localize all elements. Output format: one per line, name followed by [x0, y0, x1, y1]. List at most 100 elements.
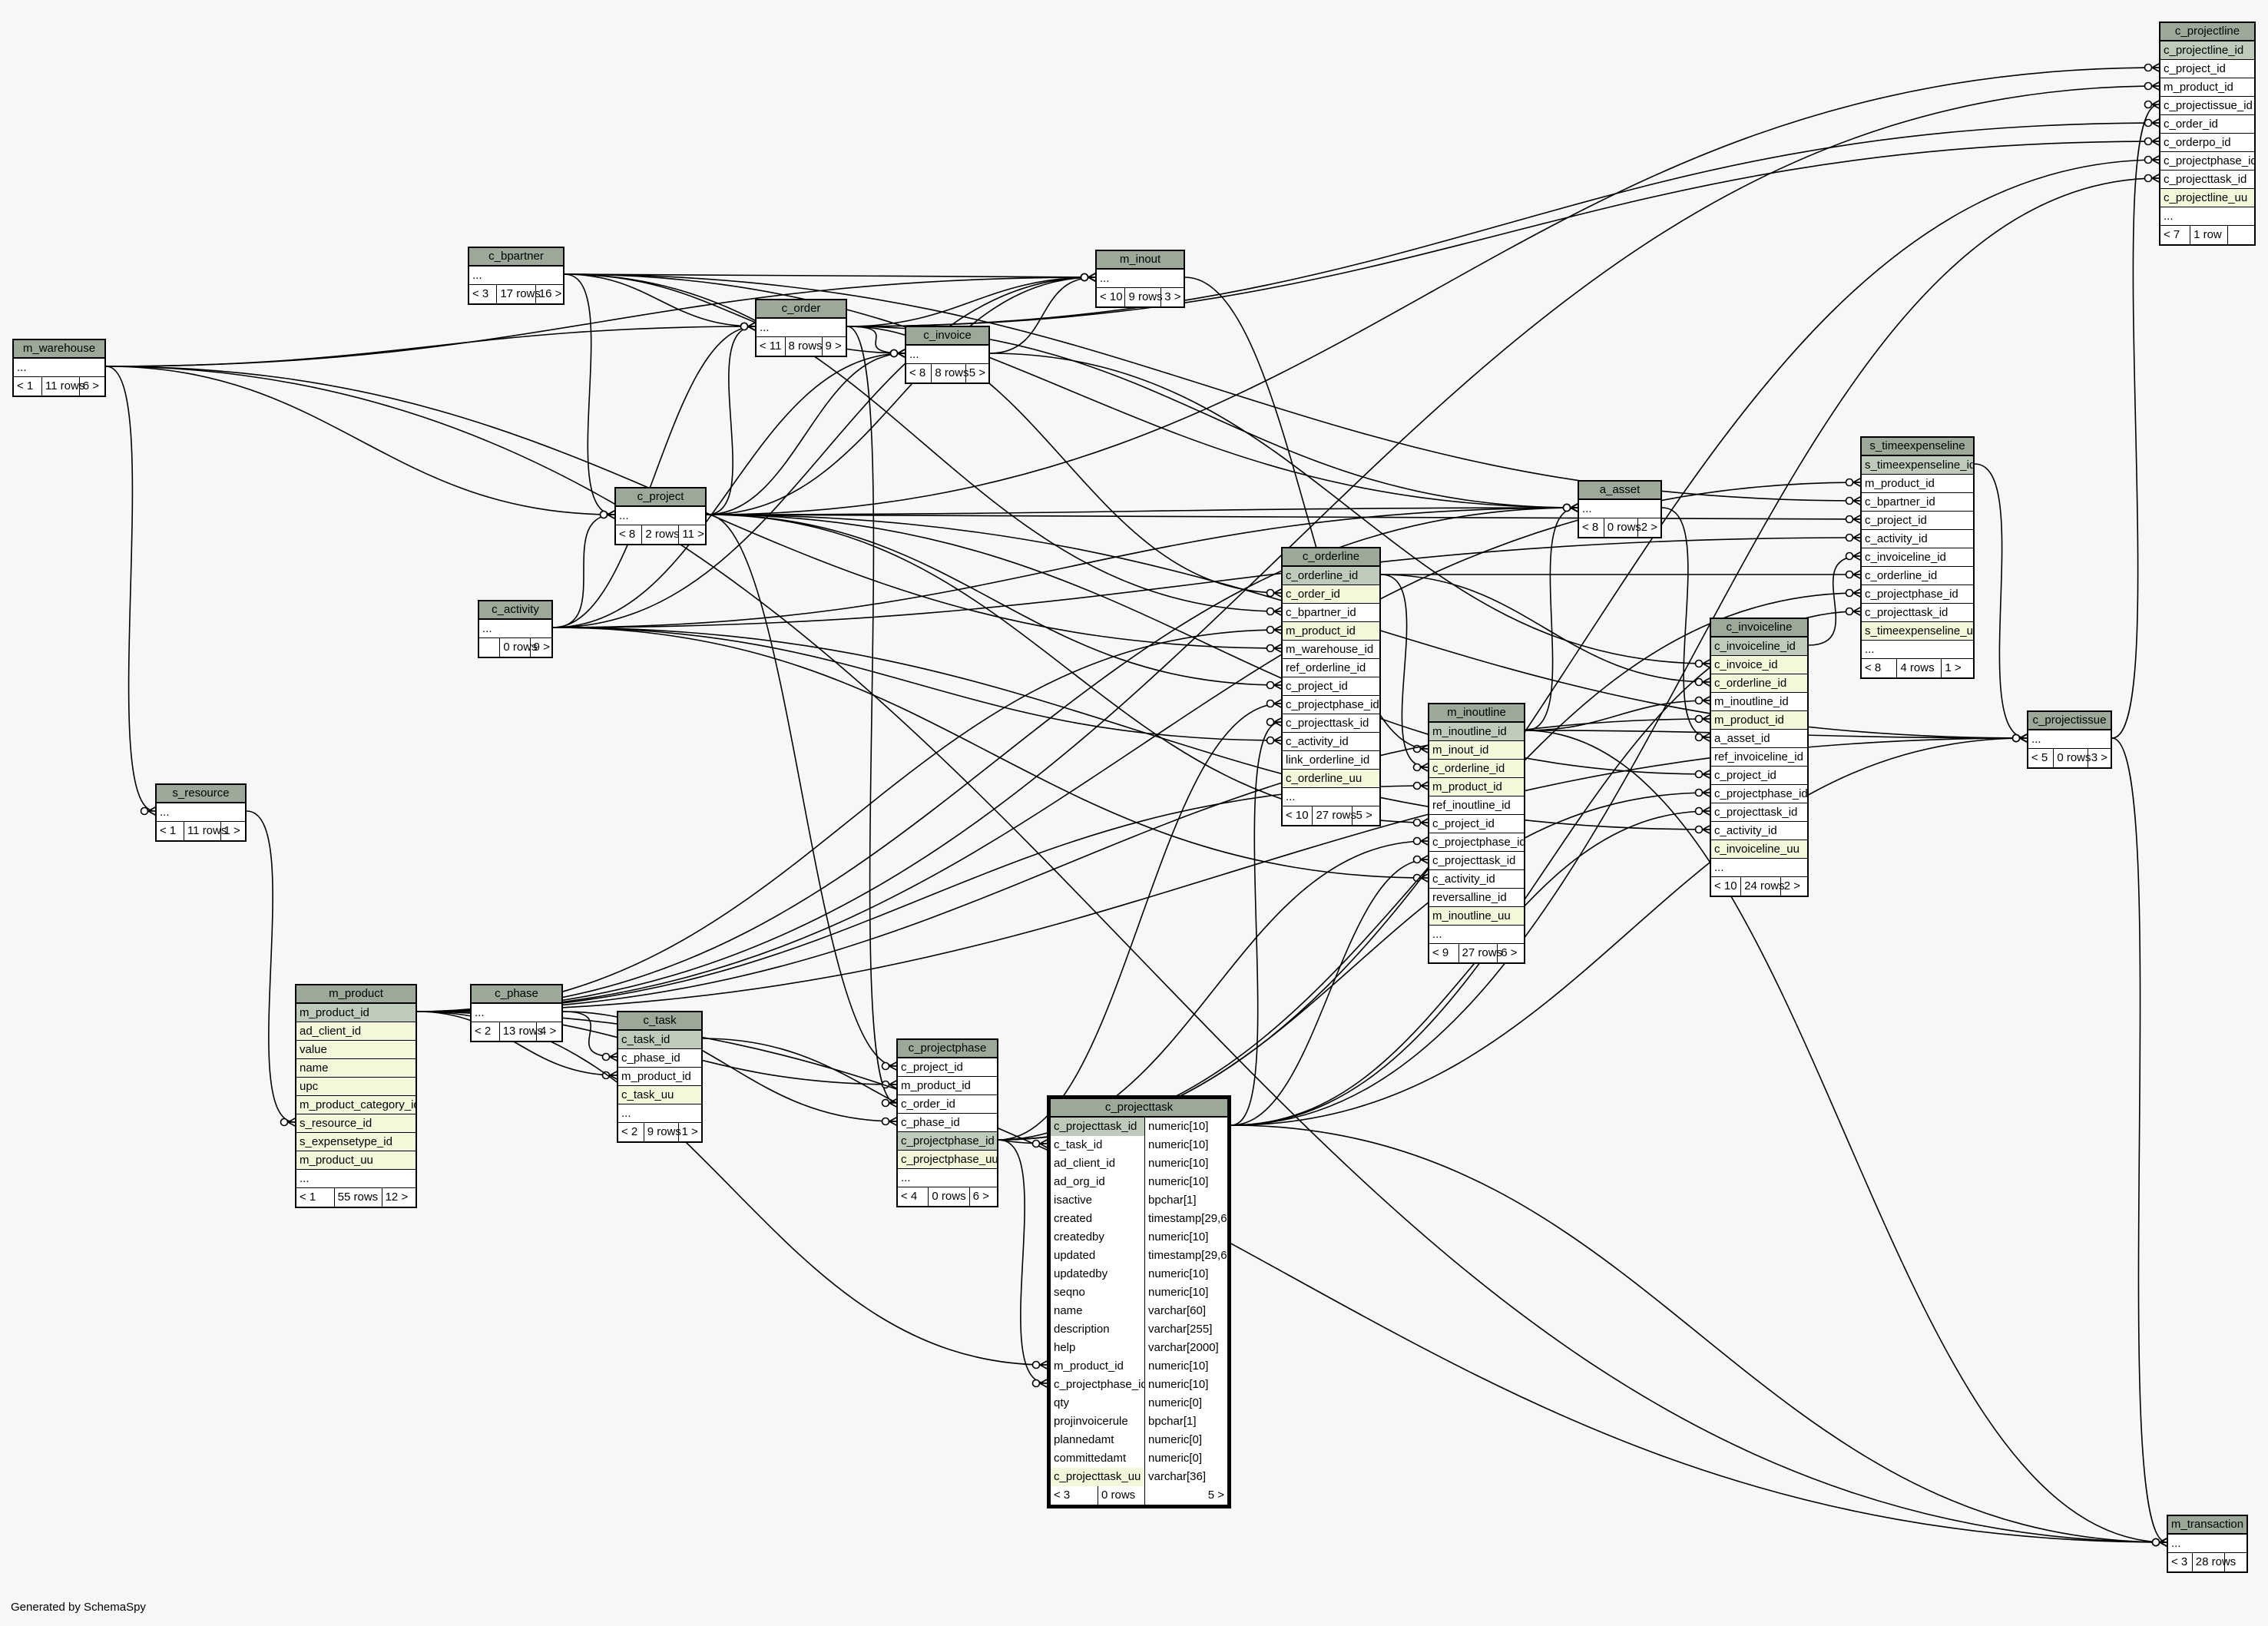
column-row: c_projectphase_id [1283, 696, 1379, 714]
table-header[interactable]: c_projectissue [2028, 712, 2111, 730]
crowfoot-marker [1694, 714, 1710, 724]
column-row: s_timeexpenseline_id [1862, 456, 1973, 475]
crowfoot-marker [1845, 515, 1861, 524]
crowfoot-marker [1266, 607, 1282, 616]
relationship-edge [564, 273, 756, 327]
column-row: c_invoiceline_uu [1711, 840, 1807, 859]
relationship-edge [1380, 574, 1429, 768]
children-count [2228, 226, 2254, 244]
column-row: c_order_id [1283, 585, 1379, 604]
table-header[interactable]: c_projectphase [898, 1040, 997, 1058]
table-header[interactable]: s_resource [157, 785, 245, 803]
table-header[interactable]: m_transaction [2168, 1516, 2246, 1535]
table-header[interactable]: c_order [757, 300, 846, 319]
column-row: ref_orderline_id [1283, 659, 1379, 677]
column-name: isactive [1051, 1191, 1145, 1210]
column-name: name [1051, 1302, 1145, 1320]
column-row: c_phase_id [618, 1049, 701, 1068]
relationship-edge [416, 1011, 617, 1076]
table-header[interactable]: m_inoutline [1429, 704, 1524, 723]
column-row: c_projectphase_id [1711, 785, 1807, 803]
column-name: qty [1051, 1394, 1145, 1412]
relationship-edge [998, 792, 1710, 1141]
table-header[interactable]: m_product [296, 985, 416, 1004]
column-name: plannedamt [1051, 1431, 1145, 1449]
table-header[interactable]: c_project [616, 488, 705, 507]
column-row: c_invoice_id [1711, 656, 1807, 674]
table-header[interactable]: c_invoiceline [1711, 619, 1807, 637]
column-type: timestamp[29,6] [1145, 1210, 1227, 1228]
children-count: 5 > [1207, 1489, 1224, 1502]
table-header[interactable]: c_projecttask [1051, 1099, 1227, 1118]
table-header[interactable]: c_invoice [906, 327, 988, 346]
table-header[interactable]: c_projectline [2160, 23, 2254, 41]
row-count: 0 rows [2054, 749, 2091, 767]
crowfoot-marker [1266, 681, 1282, 690]
column-type: varchar[255] [1145, 1320, 1227, 1339]
column-row: c_orderline_id [1862, 567, 1973, 585]
column-row: c_projecttask_id [2160, 171, 2254, 189]
table-header[interactable]: c_orderline [1283, 548, 1379, 567]
table-header[interactable]: s_timeexpenseline [1862, 438, 1973, 456]
crowfoot-marker [1080, 273, 1096, 282]
row-count: 0 rows [1604, 518, 1641, 537]
parents-count: < 2 [618, 1123, 644, 1141]
crowfoot-marker [1412, 781, 1429, 790]
table-header[interactable]: c_bpartner [469, 248, 563, 267]
column-row: m_inoutline_id [1429, 723, 1524, 741]
table-header[interactable]: m_inout [1097, 251, 1184, 270]
row-count: 8 rows [932, 364, 969, 382]
table-header[interactable]: c_task [618, 1012, 701, 1031]
relationship-edge [846, 141, 2160, 327]
row-count: 11 rows [184, 822, 227, 840]
table-header[interactable]: a_asset [1579, 482, 1660, 500]
table-header[interactable]: c_activity [479, 601, 551, 620]
crowfoot-marker [740, 322, 756, 331]
crowfoot-marker [1031, 1379, 1048, 1388]
table-header[interactable]: c_phase [472, 985, 561, 1004]
relationship-edge [846, 277, 1096, 327]
ellipsis-row: ... [157, 803, 245, 822]
column-row: upc [296, 1078, 416, 1096]
relationship-edge [846, 122, 2160, 327]
column-name: created [1051, 1210, 1145, 1228]
relationship-edge [105, 326, 756, 367]
crowfoot-marker [2144, 118, 2160, 127]
ellipsis-row: ... [618, 1104, 701, 1123]
crowfoot-marker [599, 510, 615, 519]
table-header[interactable]: m_warehouse [14, 340, 104, 359]
ellipsis-row: ... [469, 267, 563, 285]
relationship-edge [564, 273, 1096, 278]
parents-count: < 8 [1862, 659, 1898, 677]
column-row: c_activity_id [1283, 733, 1379, 751]
